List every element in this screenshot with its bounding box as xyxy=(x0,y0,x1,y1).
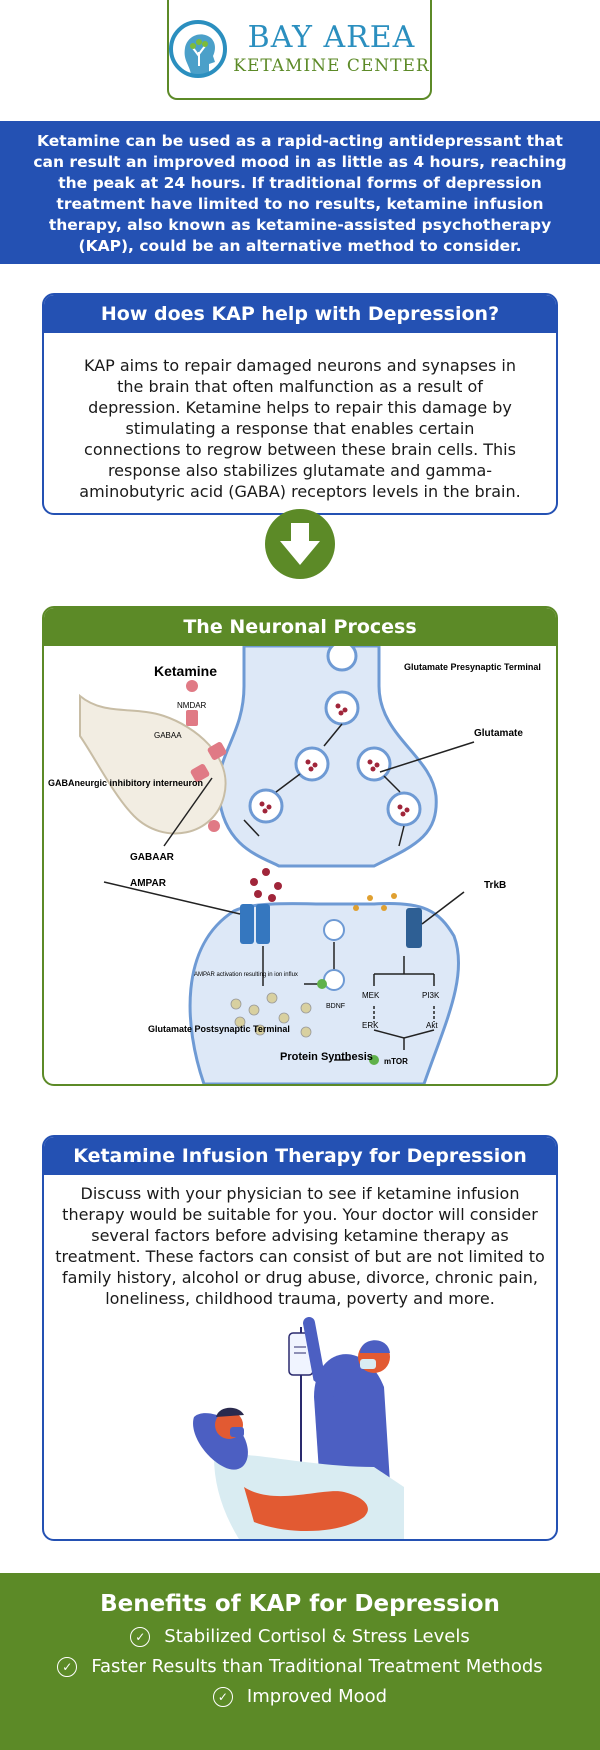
infusion-card: Ketamine Infusion Therapy for Depression… xyxy=(42,1135,558,1541)
neuronal-card: The Neuronal Process xyxy=(42,606,558,1086)
label-trkb: TrkB xyxy=(484,880,506,891)
label-mek: MEK xyxy=(362,991,380,1000)
benefits-title: Benefits of KAP for Depression xyxy=(100,1591,500,1617)
benefit-label: Improved Mood xyxy=(246,1686,388,1707)
benefit-item: ✓ Faster Results than Traditional Treatm… xyxy=(0,1656,600,1677)
label-ampar-activation: AMPAR activation resulting in ion influx xyxy=(194,972,298,978)
neuronal-diagram: Ketamine NMDAR GABAA GABAneurgic inhibit… xyxy=(48,646,541,1084)
benefits-section: Benefits of KAP for Depression ✓ Stabili… xyxy=(0,1573,600,1750)
label-mtor: mTOR xyxy=(384,1057,408,1066)
intro-text: Ketamine can be used as a rapid-acting a… xyxy=(0,121,600,264)
benefit-item: ✓ Improved Mood xyxy=(0,1686,600,1707)
label-erk: ERK xyxy=(362,1021,379,1030)
kap-card: How does KAP help with Depression? KAP a… xyxy=(42,293,558,515)
infusion-illustration xyxy=(193,1317,404,1539)
neuronal-card-title: The Neuronal Process xyxy=(44,608,556,646)
label-ketamine: Ketamine xyxy=(154,663,217,679)
label-bdnf: BDNF xyxy=(326,1003,345,1010)
label-pi3k: PI3K xyxy=(422,991,440,1000)
logo-sub-text: KETAMINE CENTER xyxy=(233,56,430,76)
benefit-label: Stabilized Cortisol & Stress Levels xyxy=(164,1626,470,1647)
check-icon: ✓ xyxy=(212,1686,233,1707)
label-protein: Protein Synthesis xyxy=(280,1051,373,1063)
benefit-item: ✓ Stabilized Cortisol & Stress Levels xyxy=(0,1626,600,1647)
label-gaba-neuron: GABAneurgic inhibitory interneuron xyxy=(48,778,203,788)
label-ampar: AMPAR xyxy=(130,878,167,889)
label-glutamate: Glutamate xyxy=(474,728,523,739)
kap-card-body: KAP aims to repair damaged neurons and s… xyxy=(79,356,521,501)
check-icon: ✓ xyxy=(57,1656,78,1677)
infusion-card-title: Ketamine Infusion Therapy for Depression xyxy=(44,1137,556,1175)
label-gabaa: GABAA xyxy=(154,731,182,740)
label-nmdar: NMDAR xyxy=(177,701,207,710)
label-postsynaptic: Glutamate Postsynaptic Terminal xyxy=(148,1024,290,1034)
logo-main-text: BAY AREA xyxy=(247,20,416,55)
label-presynaptic: Glutamate Presynaptic Terminal xyxy=(404,662,541,672)
logo: BAY AREA KETAMINE CENTER xyxy=(167,0,432,100)
kap-card-title: How does KAP help with Depression? xyxy=(44,295,556,333)
label-akt: Akt xyxy=(426,1021,438,1030)
benefit-label: Faster Results than Traditional Treatmen… xyxy=(91,1656,543,1677)
infusion-card-body: Discuss with your physician to see if ke… xyxy=(55,1184,545,1308)
check-icon: ✓ xyxy=(130,1626,151,1647)
down-arrow-icon xyxy=(265,509,335,579)
head-tree-icon xyxy=(169,20,228,78)
label-gabaar: GABAAR xyxy=(130,852,175,863)
